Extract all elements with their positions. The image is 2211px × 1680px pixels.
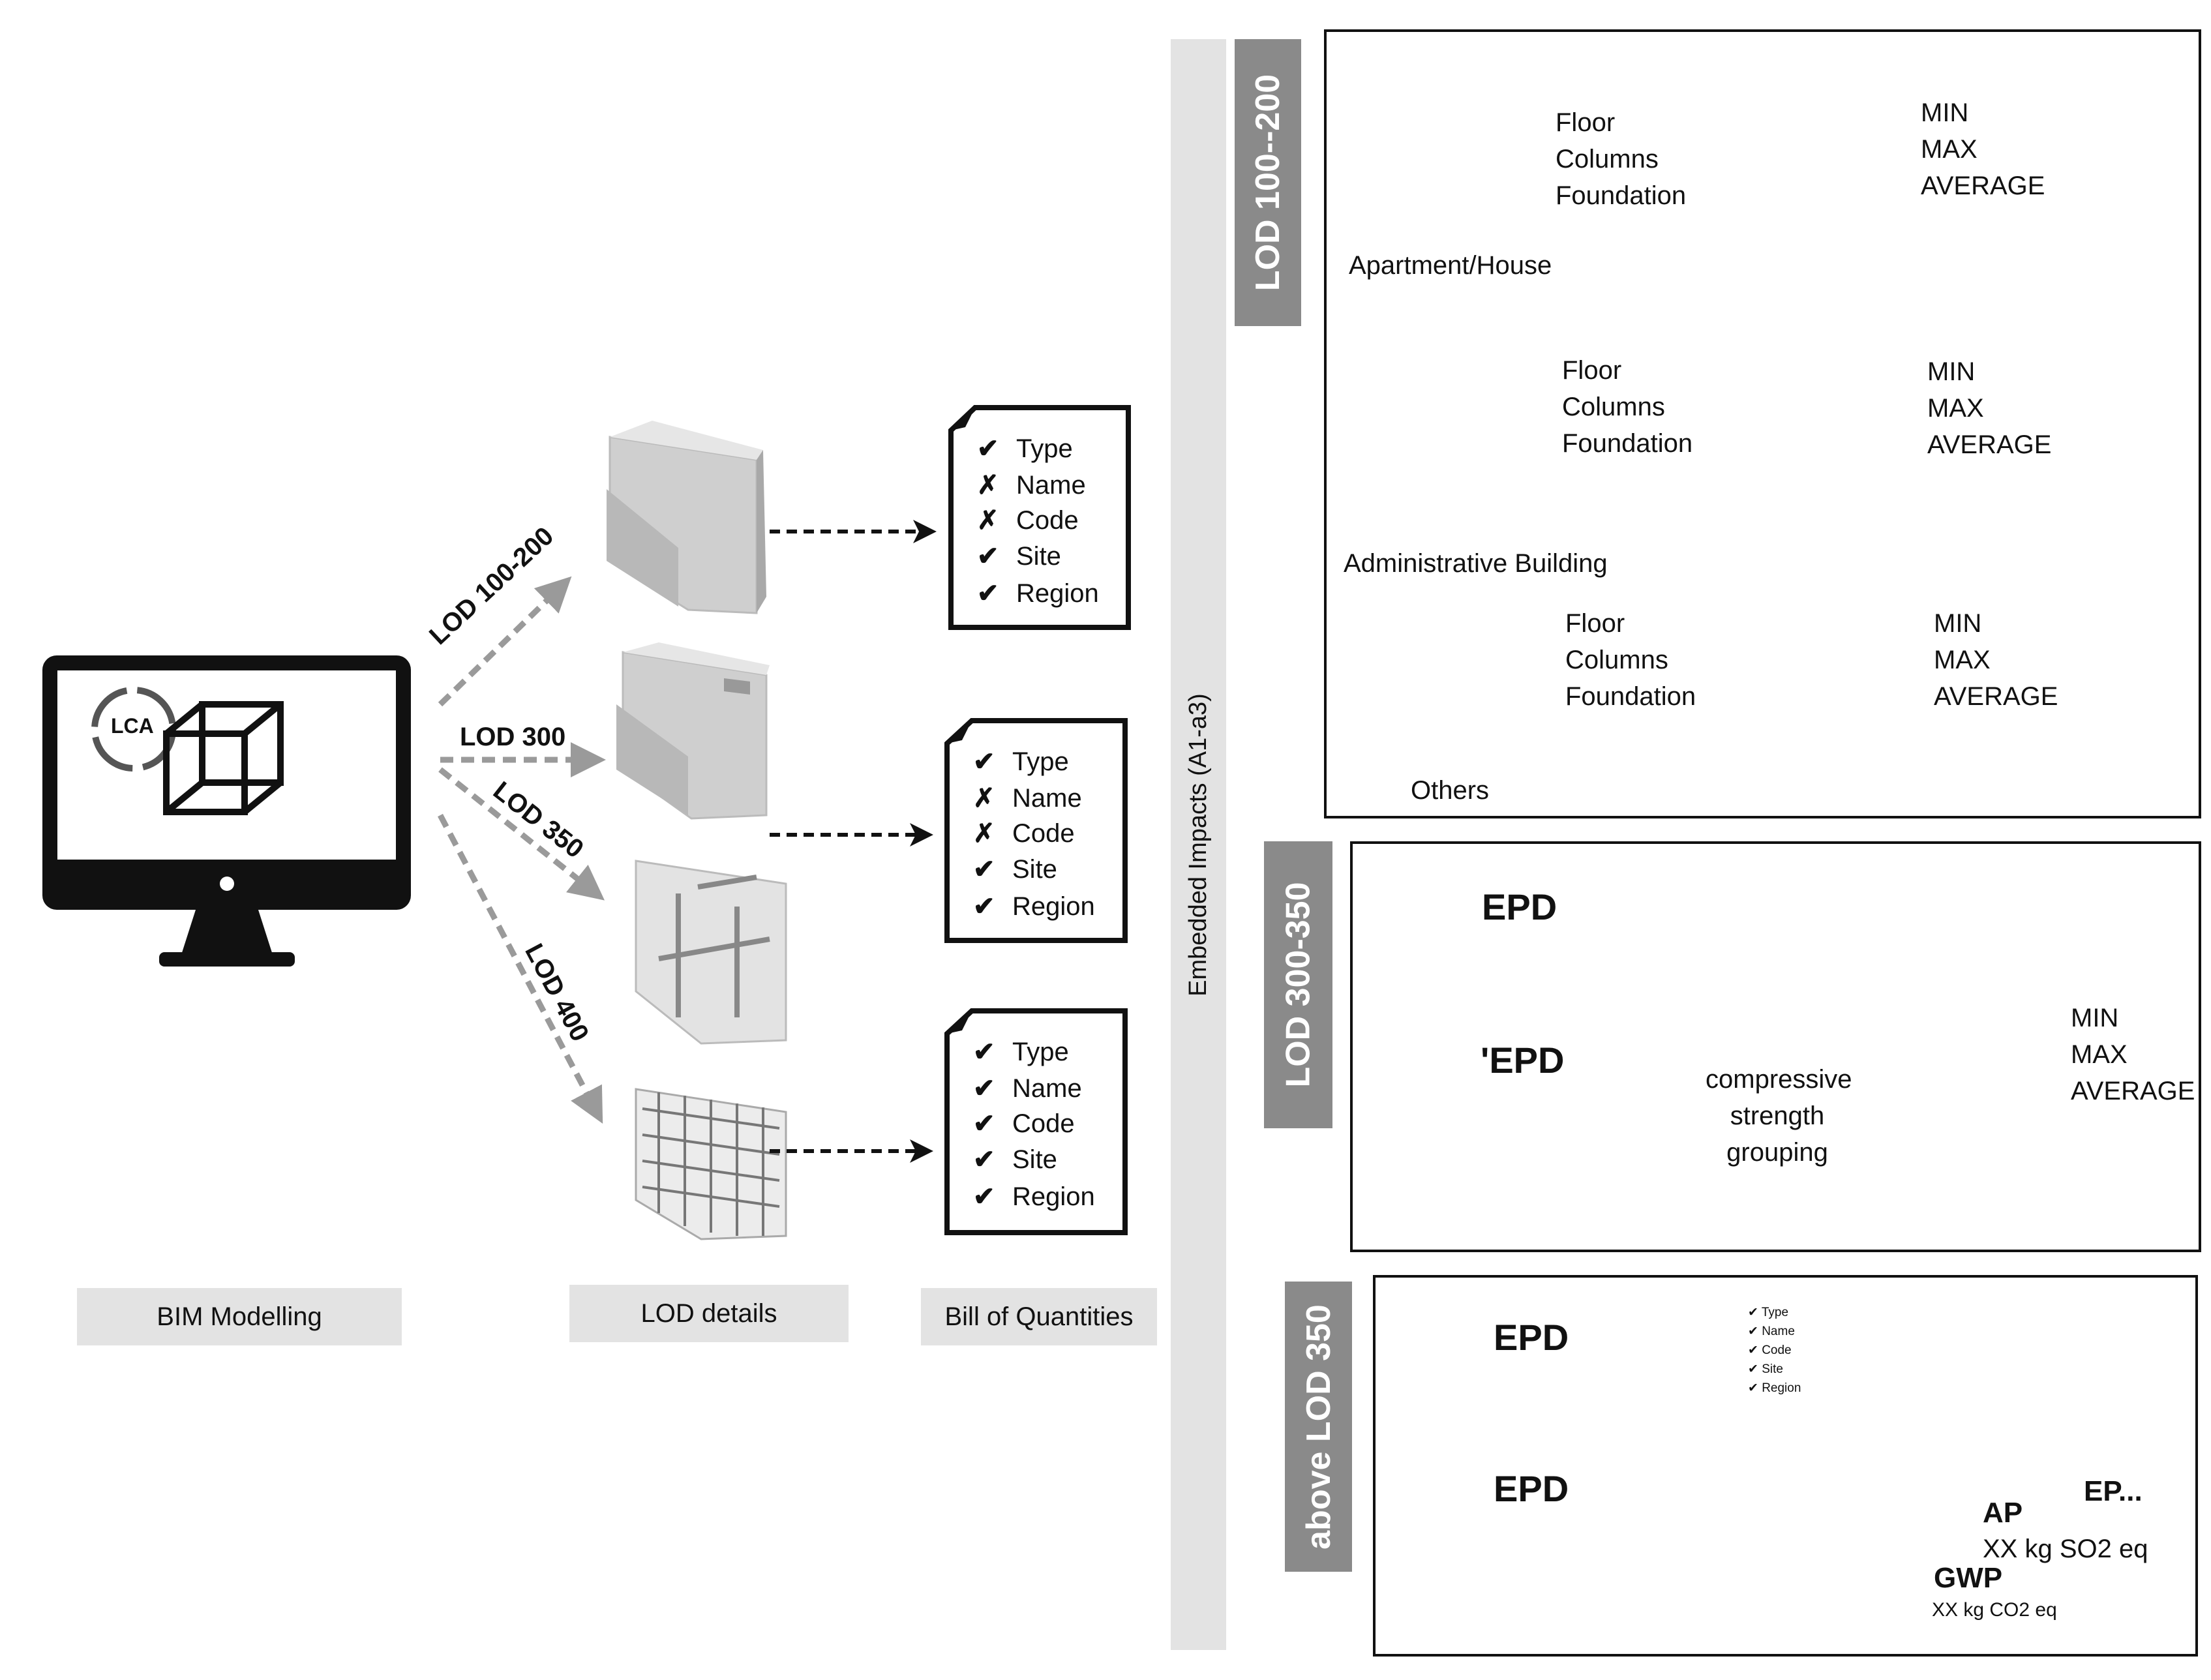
lca-label: LCA xyxy=(111,714,154,738)
lod-details-label: LOD details xyxy=(569,1285,849,1342)
epd-label-1: EPD xyxy=(1482,886,1557,927)
section-above-lod-350-header: above LOD 350 xyxy=(1285,1282,1352,1572)
ep-label: EP... xyxy=(2084,1475,2143,1507)
building-3-label: Others xyxy=(1411,776,1490,805)
mini-boq-list: ✔ Type ✔ Name ✔ Code ✔ Site ✔ Region xyxy=(1748,1306,1801,1395)
building-1-label: Apartment/House xyxy=(1349,251,1552,280)
bill-of-quantities-label: Bill of Quantities xyxy=(921,1288,1157,1345)
gwp-value: XX kg CO2 eq xyxy=(1932,1599,2057,1621)
ap-label: AP xyxy=(1983,1497,2023,1529)
embedded-impacts-bar: Embedded Impacts (A1-a3) xyxy=(1171,39,1226,1650)
beam-lod-400-icon xyxy=(635,1088,787,1240)
building-2-label: Administrative Building xyxy=(1344,549,1608,578)
bim-modelling-label: BIM Modelling xyxy=(77,1288,402,1345)
monitor-icon xyxy=(42,655,411,967)
lod-arrow-3 xyxy=(438,767,605,901)
epd-label-2: 'EPD xyxy=(1481,1040,1565,1081)
section-above-lod-350-panel xyxy=(1373,1275,2198,1657)
beam-lod-350-icon xyxy=(635,860,787,1045)
section-lod-100-200-header: LOD 100--200 xyxy=(1235,39,1301,326)
beam-lod-300-icon xyxy=(616,642,770,820)
epd-label-4: EPD xyxy=(1494,1468,1569,1509)
boq-list-3: ✔Type ✔Name ✔Code ✔Site ✔Region xyxy=(973,1038,1095,1211)
section-lod-100-200-panel xyxy=(1324,29,2201,818)
section-lod-300-350-panel xyxy=(1350,841,2201,1252)
lod-arrow-label-2: LOD 300 xyxy=(460,723,566,751)
ap-value: XX kg SO2 eq xyxy=(1983,1535,2148,1563)
beam-lod-100-icon xyxy=(607,421,766,614)
lod-arrow-1 xyxy=(438,576,572,707)
boq-list-1: ✔Type ✗Name ✗Code ✔Site ✔Region xyxy=(977,434,1099,608)
lod-arrow-4 xyxy=(438,813,603,1124)
section-lod-300-350-header: LOD 300-350 xyxy=(1264,841,1332,1128)
boq-list-2: ✔Type ✗Name ✗Code ✔Site ✔Region xyxy=(973,747,1095,921)
epd-label-3: EPD xyxy=(1494,1317,1569,1358)
gwp-label: GWP xyxy=(1934,1562,2003,1594)
